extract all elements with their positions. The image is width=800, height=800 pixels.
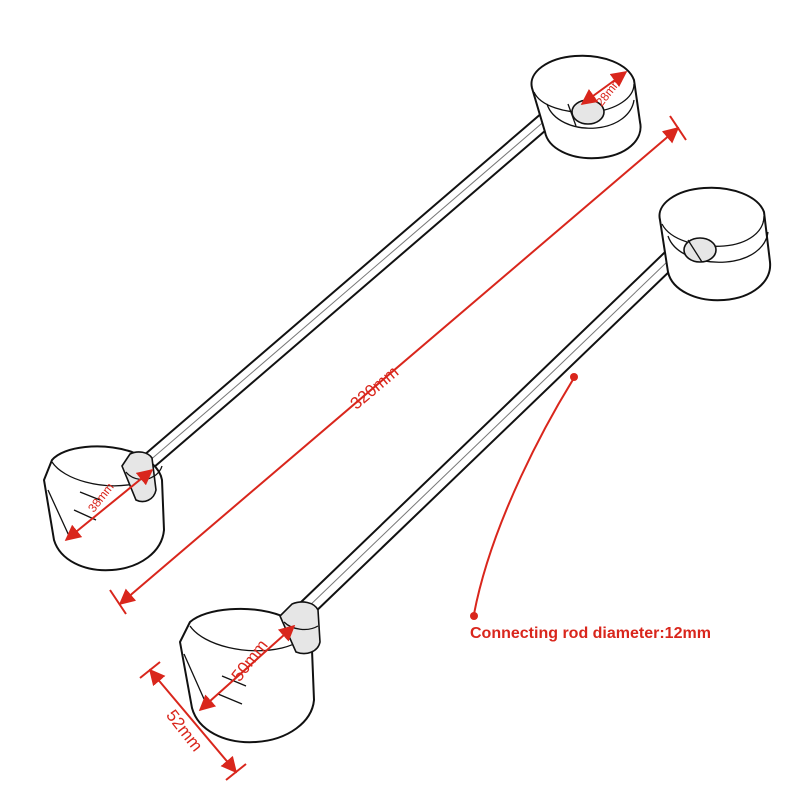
lower-rod [298, 229, 701, 617]
overall-length-label: 320mm [347, 362, 403, 413]
callout-dot-label [470, 612, 478, 620]
upper-right-cap [530, 54, 642, 160]
lower-slider [179, 186, 772, 744]
upper-slider [43, 54, 642, 572]
callout-dot-rod [570, 373, 578, 381]
dimension-annotations: 320mm 28mm 38mm 50mm 52mm C [64, 71, 711, 781]
lower-right-cap [658, 186, 772, 302]
rod-diameter-callout: Connecting rod diameter:12mm [470, 373, 711, 642]
rod-diameter-label: Connecting rod diameter:12mm [470, 625, 711, 642]
overall-length-dimension: 320mm [109, 115, 687, 615]
